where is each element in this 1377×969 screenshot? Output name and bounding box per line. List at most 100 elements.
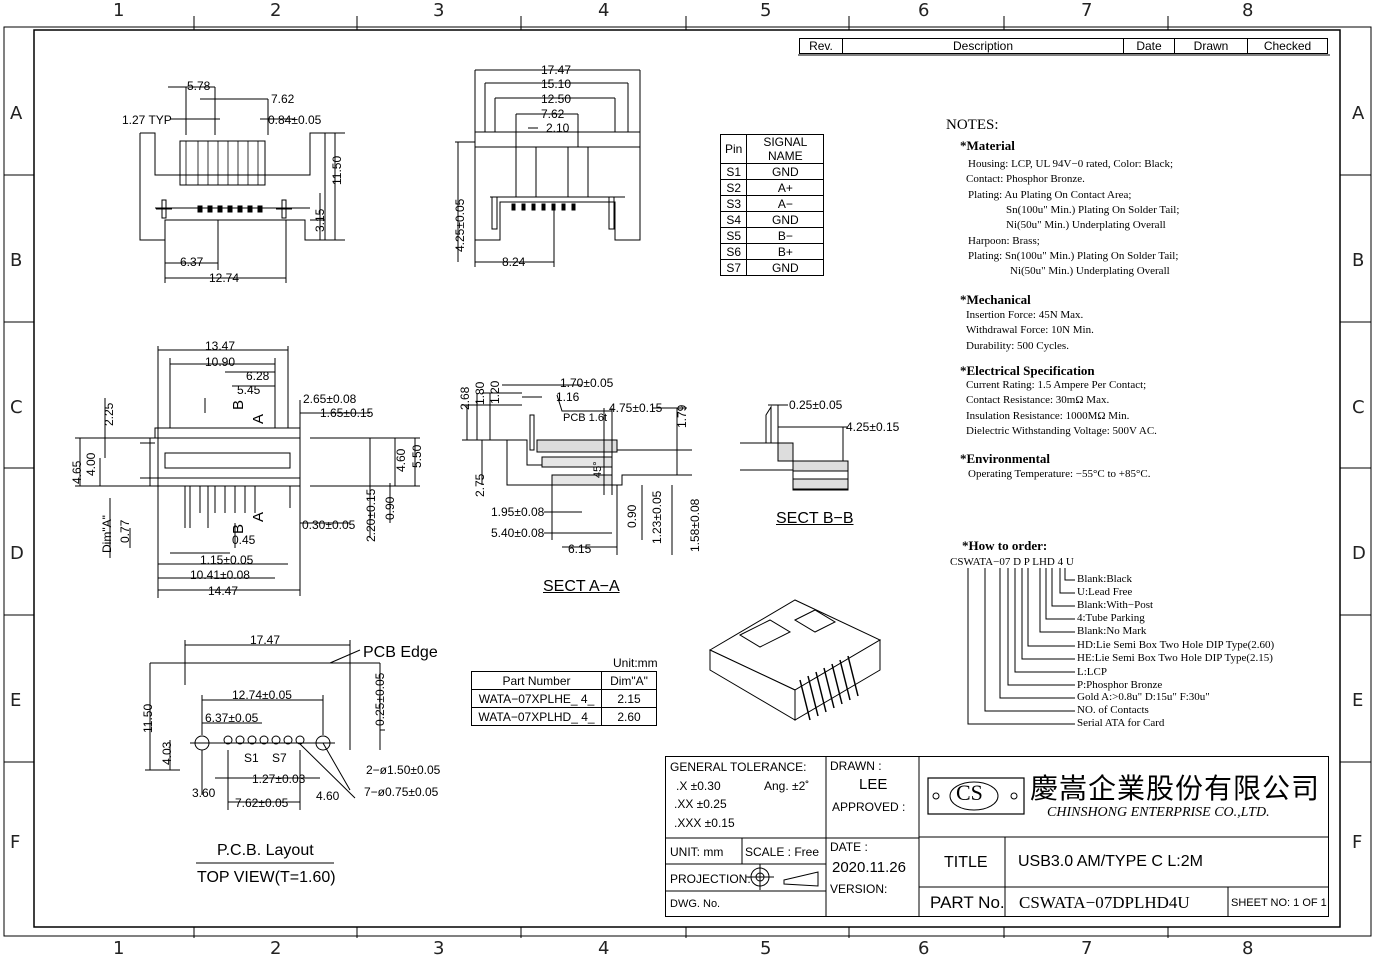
zone-number: 7 (1081, 938, 1093, 959)
unit-label: Unit:mm (613, 656, 658, 670)
dim-text: 2.75 (473, 473, 487, 497)
dim-text: 0.90 (383, 496, 397, 520)
drawn-label: DRAWN : (830, 759, 882, 773)
section-label: A (250, 413, 267, 424)
dim-text: 2.65±0.08 (303, 392, 357, 406)
electrical-title: *Electrical Specification (960, 363, 1095, 378)
company-logo (927, 777, 1025, 815)
approved-label: APPROVED : (832, 800, 906, 814)
zone-letter: D (1352, 543, 1366, 564)
zone-letter: A (1352, 103, 1365, 124)
note-line: Housing: LCP, UL 94V−0 rated, Color: Bla… (968, 158, 1174, 170)
pin-label: S7 (272, 751, 287, 765)
dim-text: 1.15±0.05 (200, 553, 254, 567)
zone-letter: B (1352, 250, 1365, 271)
section-title: SECT B−B (776, 510, 854, 527)
dim-text: 4.25±0.15 (846, 420, 900, 434)
order-item: HE:Lie Semi Box Two Hole DIP Type(2.15) (1077, 652, 1273, 664)
dim-text: 3.15 (313, 208, 327, 232)
dim-text: 8.24 (502, 255, 526, 269)
section-label: B (230, 399, 247, 410)
checked-header: Checked (1247, 38, 1328, 54)
zone-number: 5 (760, 0, 772, 21)
note-line: Insertion Force: 45N Max. (966, 309, 1084, 321)
dim-text: 14.47 (208, 584, 239, 598)
pcb-edge-label: PCB Edge (363, 644, 438, 661)
date-value: 2020.11.26 (832, 859, 906, 876)
section-bb-drawing (740, 404, 849, 491)
top-view-drawing (139, 86, 345, 283)
zone-number: 4 (598, 938, 610, 959)
part-no-value: CSWATA−07DPLHD4U (1019, 893, 1190, 912)
dim-text: 1.95±0.08 (491, 505, 545, 519)
signal-cell: A− (746, 195, 825, 212)
material-title: *Material (960, 138, 1015, 153)
title-label: TITLE (944, 854, 988, 871)
title-value: USB3.0 AM/TYPE C L:2M (1018, 853, 1203, 870)
signal-header: SIGNAL NAME (746, 134, 825, 164)
pcb-layout-title: P.C.B. Layout (217, 842, 314, 859)
note-line: Ni(50u" Min.) Underplating Overall (1006, 219, 1166, 231)
dim-text: 6.37 (180, 255, 204, 269)
order-item: NO. of Contacts (1077, 704, 1149, 716)
part-number-cell: WATA−07XPLHE_ 4_ (471, 689, 602, 708)
projection-symbol-icon (746, 864, 819, 890)
dim-text: 4.03 (160, 741, 174, 765)
dim-text: 2−ø1.50±0.05 (366, 763, 441, 777)
note-line: Contact Resistance: 30mΩ Max. (966, 394, 1110, 406)
signal-cell: GND (746, 163, 825, 180)
dim-text: 15.10 (541, 77, 572, 91)
dim-text: 11.50 (330, 155, 344, 185)
dim-text: 7.62±0.05 (235, 796, 289, 810)
section-label: B (230, 523, 247, 534)
dim-text: 4.75±0.15 (609, 401, 663, 415)
drawn-value: LEE (859, 776, 888, 793)
notes-title: NOTES: (946, 117, 999, 133)
dim-text: 6.28 (246, 369, 270, 383)
revision-line (798, 54, 1330, 56)
date-header: Date (1123, 38, 1175, 54)
zone-number: 3 (433, 938, 445, 959)
section-label: A (250, 511, 267, 522)
zone-number: 4 (598, 0, 610, 21)
dim-text: 0.90 (625, 504, 639, 528)
order-item: 4:Tube Parking (1077, 612, 1145, 624)
unit-label: UNIT: mm (670, 845, 724, 859)
zone-number: 6 (918, 0, 930, 21)
signal-cell: GND (746, 211, 825, 228)
pin-cell: S2 (719, 179, 748, 196)
pin-label: S1 (244, 751, 259, 765)
order-item: Gold A:>0.8u" D:15u" F:30u" (1077, 691, 1210, 703)
description-header: Description (842, 38, 1124, 54)
dim-text: 2.25 (102, 402, 116, 426)
rev-header: Rev. (799, 38, 843, 54)
dim-text: 3.60 (192, 786, 216, 800)
dim-text: 1.58±0.08 (688, 498, 702, 552)
zone-letter: F (10, 832, 21, 853)
order-item: L:LCP (1077, 666, 1107, 678)
note-line: Harpoon: Brass; (968, 235, 1040, 247)
tolerance-xxx: .XXX ±0.15 (674, 816, 735, 830)
dim-a-cell: 2.15 (601, 689, 657, 708)
dim-text: 6.15 (568, 542, 592, 556)
dim-text: 17.47 (250, 633, 281, 647)
dim-text: 10.41±0.08 (190, 568, 250, 582)
pcb-layout-subtitle: TOP VIEW(T=1.60) (197, 869, 336, 886)
zone-letter: A (10, 103, 23, 124)
dim-text: 2.68 (458, 386, 472, 410)
pcb-layout-drawing (145, 640, 385, 810)
section-title: SECT A−A (543, 578, 620, 595)
pin-header: Pin (719, 134, 748, 164)
title-underline (196, 862, 334, 864)
dim-text: 1.27±0.03 (252, 772, 306, 786)
zone-number: 2 (270, 0, 282, 21)
projection-label: PROJECTION: (670, 872, 751, 886)
order-item: Serial ATA for Card (1077, 717, 1165, 729)
company-name-en: CHINSHONG ENTERPRISE CO.,LTD. (1047, 805, 1270, 820)
